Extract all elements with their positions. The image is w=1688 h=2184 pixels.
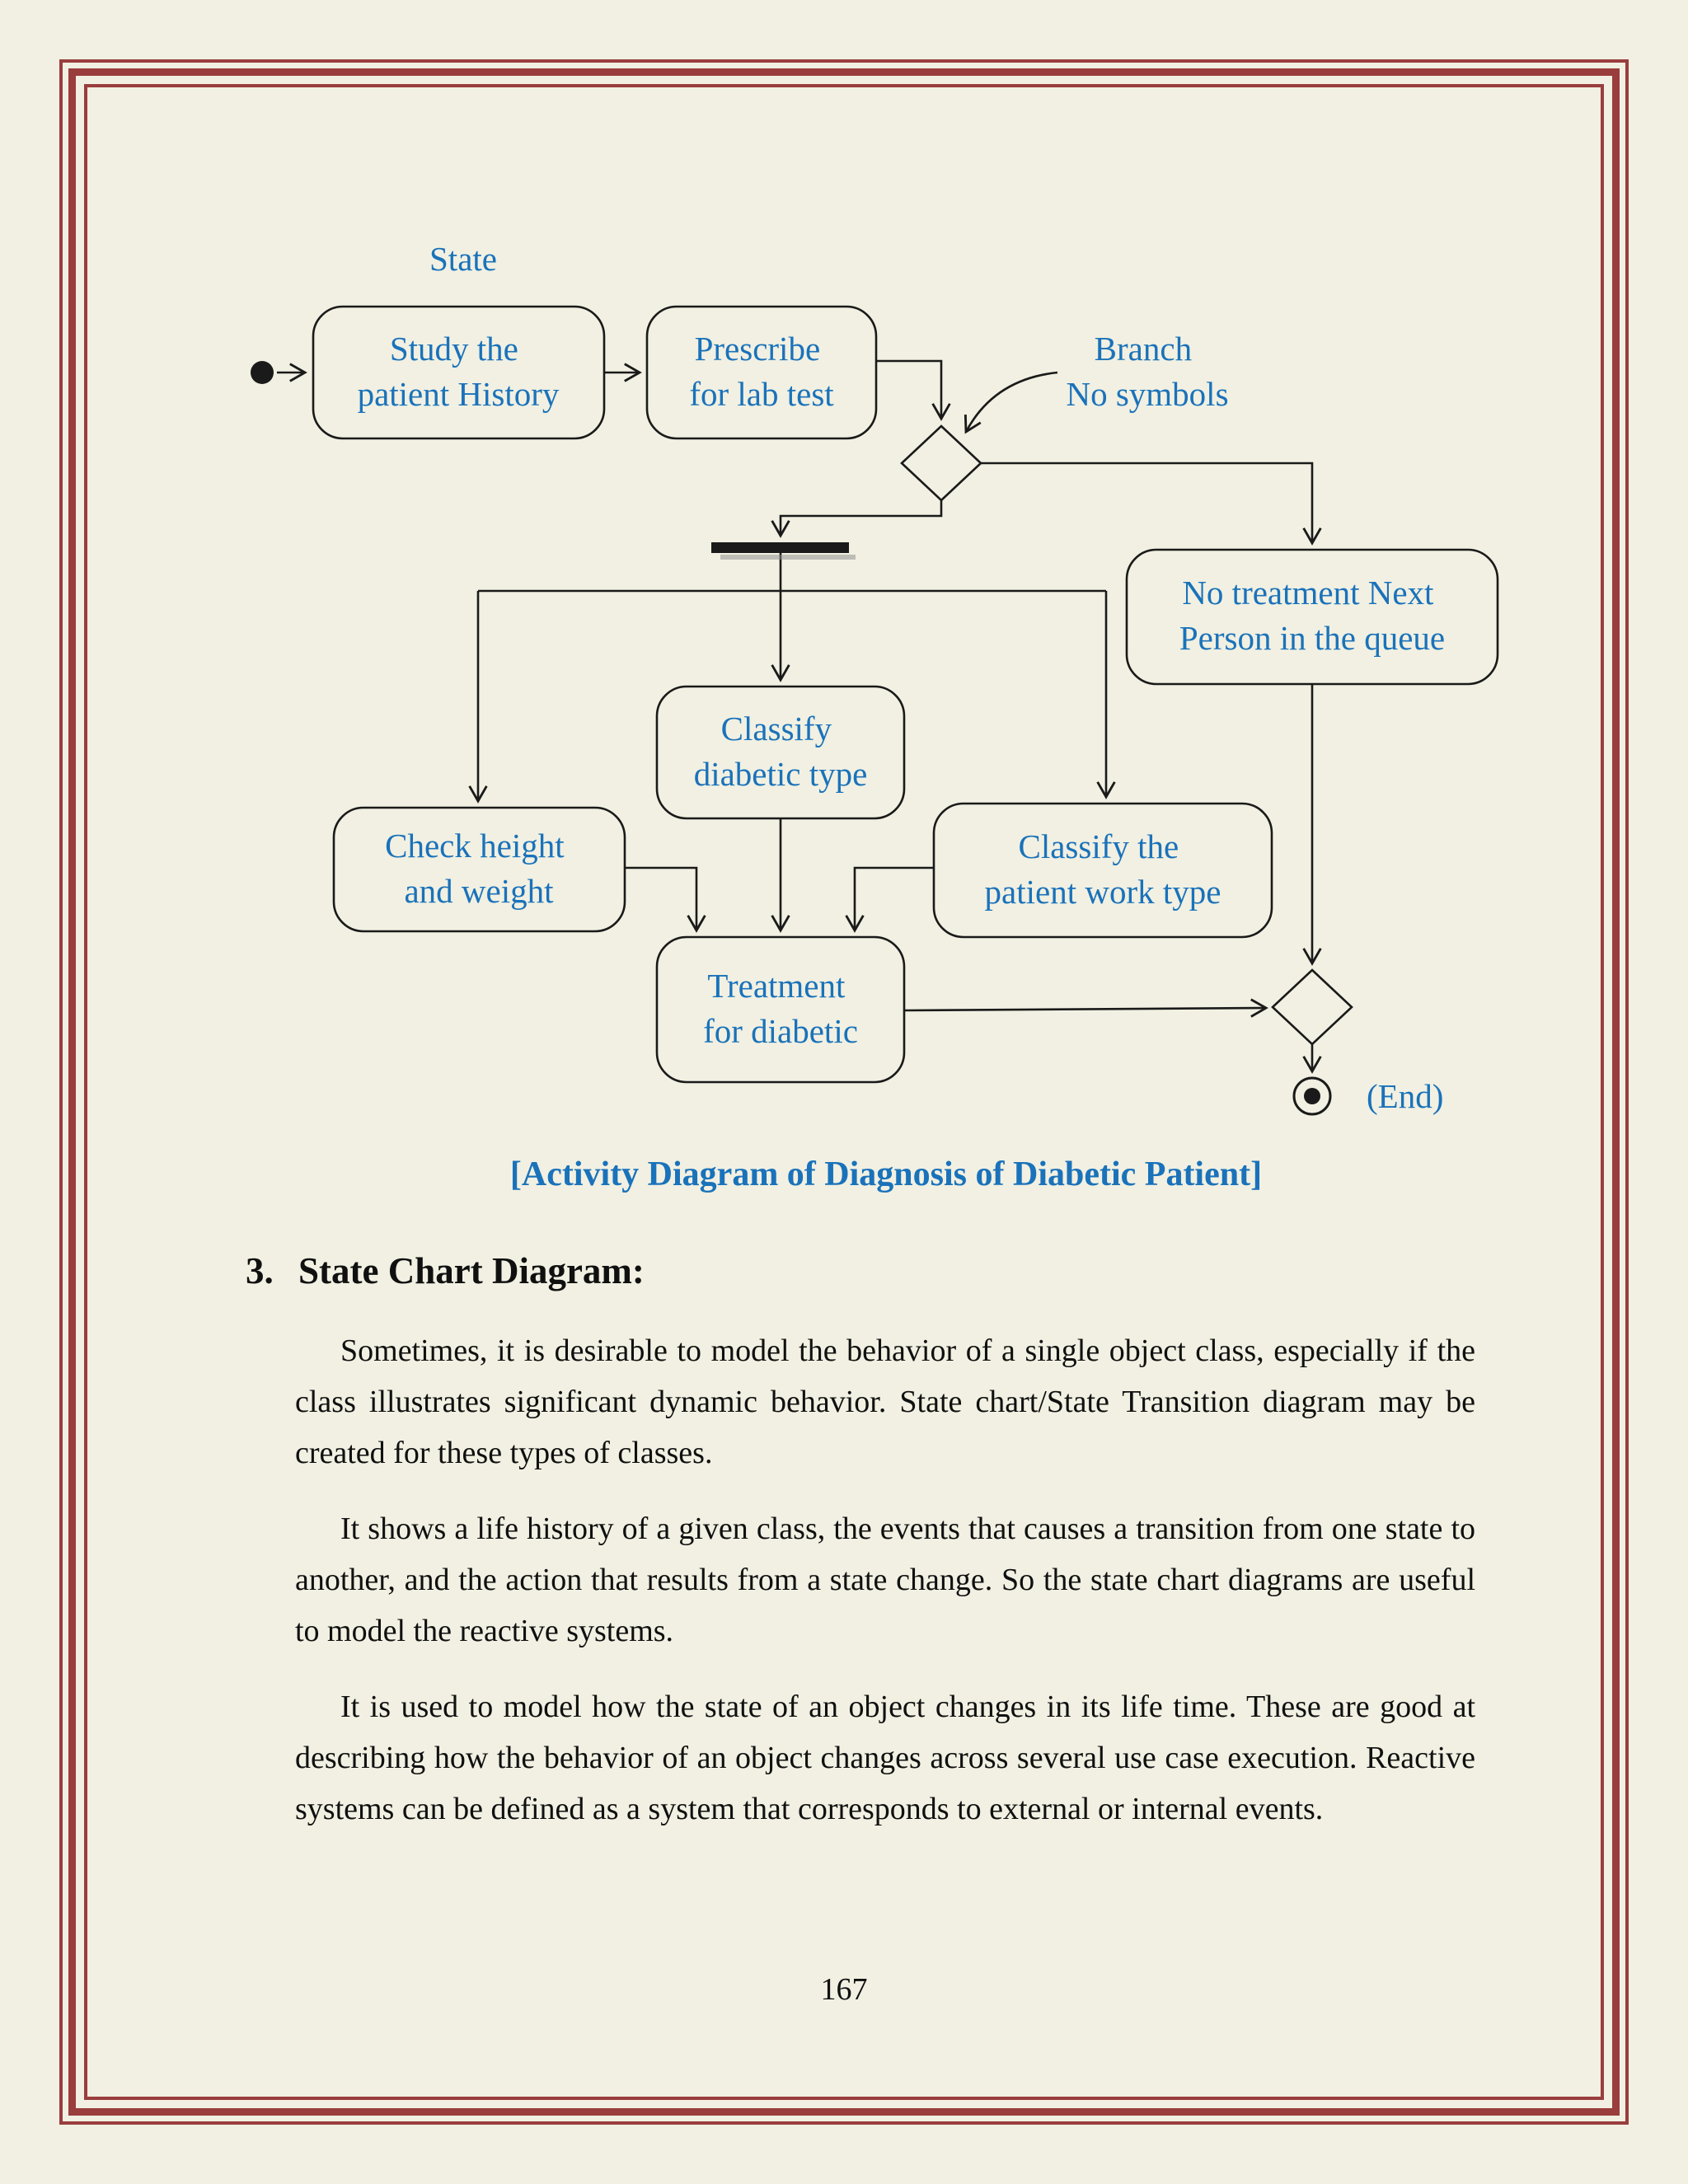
end-label: (End)	[1367, 1077, 1443, 1115]
paragraph: Sometimes, it is desirable to model the …	[295, 1333, 1475, 1470]
page-border-mid	[68, 68, 1620, 2116]
page-border-inner	[84, 84, 1604, 2100]
page-number: 167	[820, 1972, 868, 2007]
end-node-ring	[1292, 1076, 1332, 1116]
node-study-patient-history: Study the patient History	[312, 305, 606, 440]
node-check-height-weight: Check height and weight	[332, 806, 626, 933]
start-node	[251, 361, 274, 384]
section-title: State Chart Diagram:	[298, 1250, 645, 1291]
paragraph: It is used to model how the state of an …	[295, 1690, 1475, 1826]
node-check-height-label: Check height and weight	[385, 827, 573, 910]
paragraph: It shows a life history of a given class…	[295, 1511, 1475, 1648]
node-prescribe-lab-test: Prescribe for lab test	[645, 305, 878, 440]
merge-diamond	[1271, 968, 1353, 1046]
diagram-caption: [Activity Diagram of Diagnosis of Diabet…	[510, 1155, 1262, 1193]
node-prescribe-label: Prescribe for lab test	[689, 330, 834, 413]
text-section: 3. State Chart Diagram: Sometimes, it is …	[246, 1249, 1482, 1859]
node-treatment-diabetic: Treatment for diabetic	[655, 935, 906, 1084]
node-classify-work-type: Classify the patient work type	[932, 802, 1273, 939]
branch-label: Branch No symbols	[1066, 330, 1228, 413]
state-label: State	[429, 240, 497, 278]
activity-diagram: State Study the patient History Prescrib…	[251, 240, 1499, 1193]
fork-bar	[711, 542, 849, 553]
section-number: 3.	[246, 1250, 274, 1291]
page-border-outer	[59, 59, 1629, 2125]
end-node-dot	[1304, 1088, 1320, 1104]
node-no-treatment-label: No treatment Next Person in the queue	[1179, 574, 1445, 657]
node-classify-work-label: Classify the patient work type	[985, 827, 1221, 911]
node-no-treatment: No treatment Next Person in the queue	[1125, 548, 1499, 686]
node-treatment-label: Treatment for diabetic	[703, 967, 858, 1050]
branch-diamond	[900, 424, 982, 502]
fork-bar-shadow	[720, 555, 856, 560]
node-classify-diabetic-type: Classify diabetic type	[655, 685, 906, 820]
diagram-edges	[277, 359, 1322, 1074]
node-classify-diabetic-label: Classify diabetic type	[694, 710, 868, 793]
section-heading: 3. State Chart Diagram:	[246, 1249, 1482, 1292]
node-study-label: Study the patient History	[358, 330, 560, 413]
